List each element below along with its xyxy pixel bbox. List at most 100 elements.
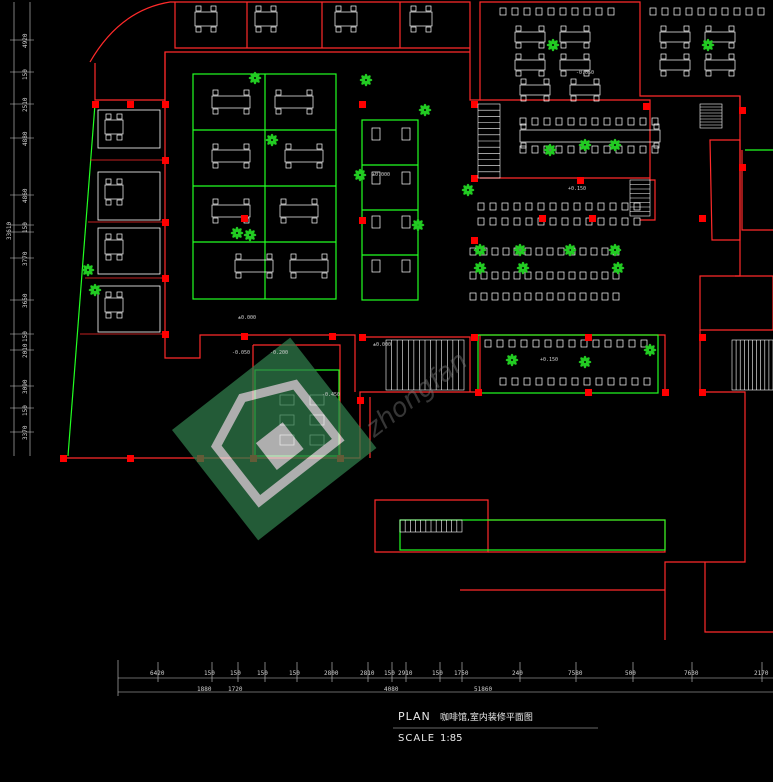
dimension-label: 3650 xyxy=(22,293,29,308)
furniture xyxy=(104,5,765,446)
partitions xyxy=(67,73,773,551)
chair xyxy=(567,117,575,126)
table-set xyxy=(519,123,661,149)
chair xyxy=(499,377,507,386)
plant xyxy=(473,243,487,257)
table-set xyxy=(514,25,546,49)
chair xyxy=(579,117,587,126)
column xyxy=(643,103,650,110)
dimension-label: 240 xyxy=(512,670,523,677)
chair xyxy=(579,292,587,301)
chair xyxy=(573,202,581,211)
column xyxy=(662,389,669,396)
table-set xyxy=(559,25,591,49)
column xyxy=(127,101,134,108)
stairs xyxy=(385,103,773,533)
chair xyxy=(573,217,581,226)
chair xyxy=(612,292,620,301)
chair xyxy=(633,202,641,211)
column xyxy=(585,334,592,341)
toilet xyxy=(371,171,381,185)
chair xyxy=(477,217,485,226)
dimension-lines xyxy=(13,2,773,729)
chair xyxy=(520,339,528,348)
chair xyxy=(499,7,507,16)
chair xyxy=(557,271,565,280)
table-set xyxy=(334,5,358,33)
dimension-label: 150 xyxy=(22,405,29,416)
column xyxy=(539,215,546,222)
column xyxy=(162,219,169,226)
chair xyxy=(519,145,527,154)
dimension-label: 2910 xyxy=(398,670,413,677)
plant xyxy=(543,143,557,157)
watermark-logo xyxy=(172,337,377,541)
stair-block xyxy=(385,339,465,391)
column xyxy=(60,455,67,462)
chair xyxy=(579,271,587,280)
chair xyxy=(697,7,705,16)
plant xyxy=(611,261,625,275)
chair xyxy=(592,339,600,348)
chair xyxy=(603,145,611,154)
chair xyxy=(597,217,605,226)
chair xyxy=(568,271,576,280)
chair xyxy=(604,339,612,348)
chair xyxy=(651,145,659,154)
columns xyxy=(60,101,746,462)
chair xyxy=(484,339,492,348)
plant xyxy=(230,226,244,240)
chair xyxy=(628,339,636,348)
table-set xyxy=(559,53,591,77)
plant xyxy=(505,353,519,367)
dimension-label: 4860 xyxy=(22,188,29,203)
chair xyxy=(489,202,497,211)
chair xyxy=(523,7,531,16)
chair xyxy=(601,247,609,256)
chair xyxy=(546,292,554,301)
chair xyxy=(721,7,729,16)
chair xyxy=(531,117,539,126)
chair xyxy=(568,339,576,348)
plants xyxy=(81,38,715,369)
chair xyxy=(511,7,519,16)
table-set xyxy=(234,253,274,279)
booths xyxy=(80,109,165,335)
chair xyxy=(607,7,615,16)
table-set xyxy=(284,143,324,169)
chair xyxy=(557,292,565,301)
chair xyxy=(627,117,635,126)
chair xyxy=(619,377,627,386)
dimension-label: 2170 xyxy=(754,670,769,677)
dimension-label: 33610 xyxy=(6,221,13,240)
toilet xyxy=(401,171,411,185)
chair xyxy=(590,247,598,256)
scale-label: SCALE xyxy=(398,733,436,744)
chair xyxy=(591,145,599,154)
column xyxy=(471,237,478,244)
chair xyxy=(685,7,693,16)
chair xyxy=(621,217,629,226)
chair xyxy=(532,339,540,348)
plant xyxy=(608,243,622,257)
column xyxy=(162,331,169,338)
chair xyxy=(496,339,504,348)
table-set xyxy=(569,78,601,102)
scale-value: 1:85 xyxy=(440,733,463,744)
chair xyxy=(502,292,510,301)
chair xyxy=(590,292,598,301)
level-marker: -0.200 xyxy=(270,350,289,356)
chair xyxy=(469,271,477,280)
chair xyxy=(525,202,533,211)
column xyxy=(162,101,169,108)
table-set xyxy=(211,143,251,169)
dimension-label: 4920 xyxy=(22,33,29,48)
dimension-label: 3370 xyxy=(22,425,29,440)
chair xyxy=(549,202,557,211)
toilet xyxy=(401,127,411,141)
plant xyxy=(563,243,577,257)
plant xyxy=(608,138,622,152)
column xyxy=(471,334,478,341)
chair xyxy=(508,339,516,348)
chair xyxy=(546,247,554,256)
